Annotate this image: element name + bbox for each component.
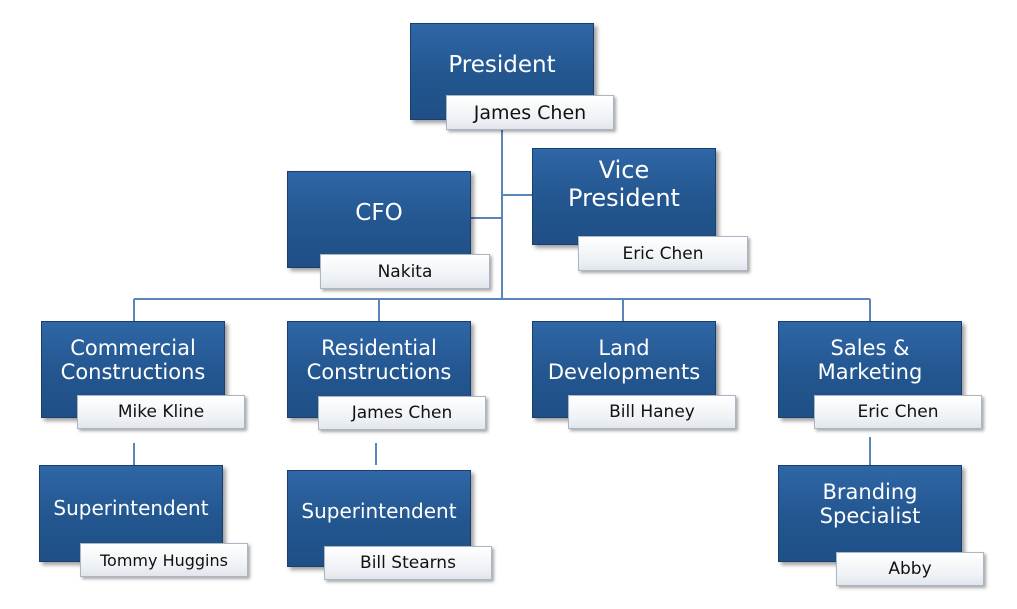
- cfo-box: CFO: [287, 171, 471, 268]
- node-title: Sales & Marketing: [817, 336, 923, 385]
- node-title: Branding Specialist: [819, 480, 921, 529]
- node-name-label: Nakita: [320, 254, 490, 289]
- node-title: Land Developments: [547, 336, 701, 385]
- node-name-label: Eric Chen: [814, 395, 982, 429]
- node-name-label: Mike Kline: [77, 395, 245, 429]
- node-name-label: James Chen: [446, 95, 614, 130]
- node-title: Superintendent: [301, 499, 457, 523]
- node-title: Commercial Constructions: [60, 336, 206, 385]
- node-name-label: James Chen: [318, 396, 486, 430]
- node-name-label: Abby: [836, 552, 984, 586]
- vice-president-box: Vice President: [532, 148, 716, 245]
- branding-specialist-box: Branding Specialist: [778, 465, 962, 562]
- node-title: President: [448, 52, 556, 78]
- node-title: CFO: [355, 200, 403, 226]
- node-name-label: Eric Chen: [578, 236, 748, 271]
- node-title: Vice President: [568, 156, 680, 212]
- node-name-label: Bill Stearns: [324, 546, 492, 580]
- node-name-label: Bill Haney: [568, 395, 736, 429]
- node-title: Superintendent: [53, 496, 209, 520]
- node-title: Residential Constructions: [306, 336, 452, 385]
- node-name-label: Tommy Huggins: [80, 543, 248, 577]
